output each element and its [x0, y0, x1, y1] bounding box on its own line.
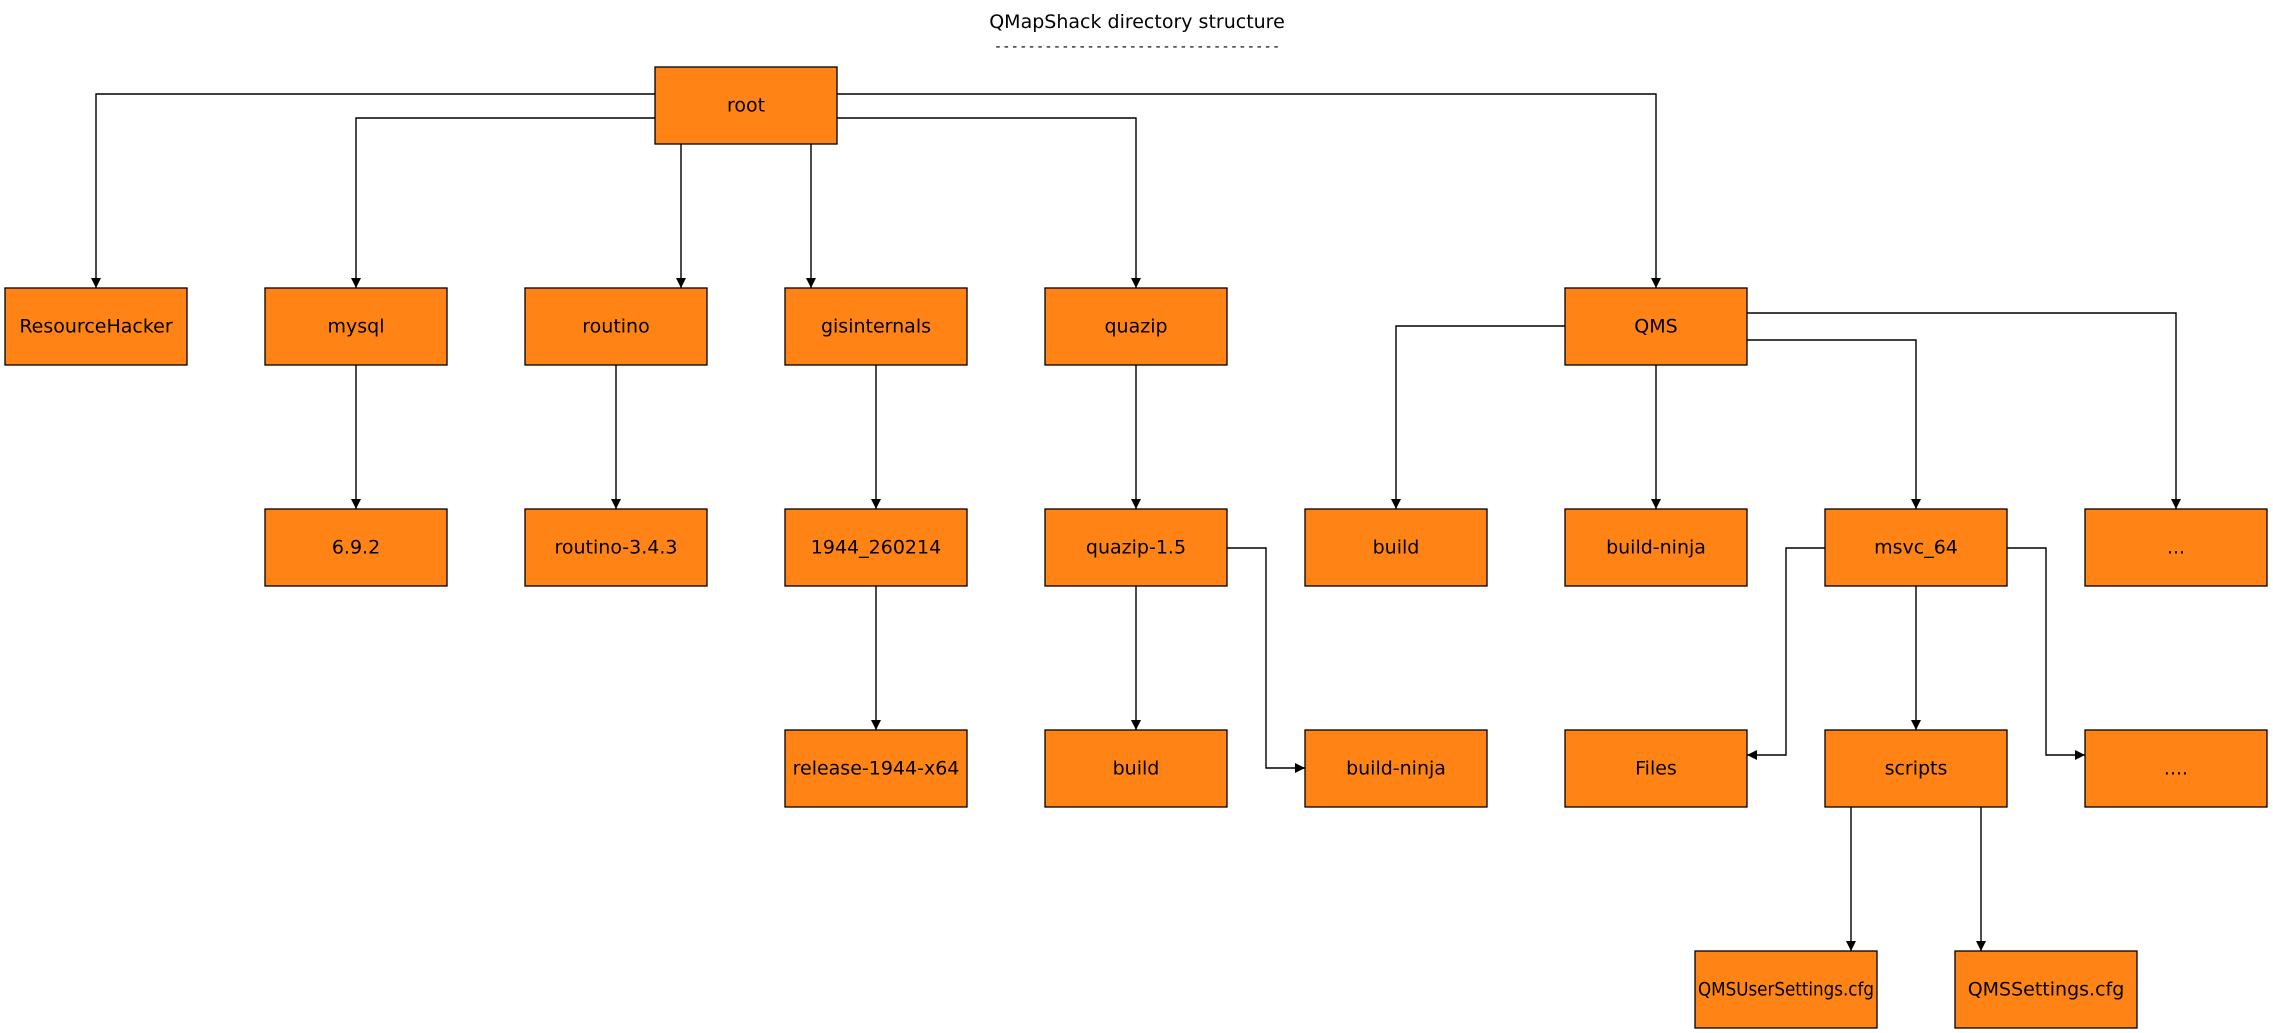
node-resourcehacker: ResourceHacker [4, 287, 188, 366]
node-box-root [654, 66, 838, 145]
node-label-mysql-692: 6.9.2 [332, 537, 380, 559]
node-msvc-scripts: scripts [1824, 729, 2008, 808]
edge-root-to-quazip [837, 117, 1141, 288]
node-msvc64: msvc_64 [1824, 508, 2008, 587]
node-box-msvc-scripts [1824, 729, 2008, 808]
diagram-title-underline: ---------------------------------- [994, 39, 1281, 55]
edge-root-to-resourcehacker [91, 93, 655, 288]
node-routino-343: routino-3.4.3 [524, 508, 708, 587]
node-label-msvc-scripts: scripts [1885, 758, 1948, 780]
node-label-qms-build-ninja: build-ninja [1606, 537, 1706, 559]
node-gis-release: release-1944-x64 [784, 729, 968, 808]
node-label-msvc-files: Files [1635, 758, 1677, 780]
node-box-gis-1944 [784, 508, 968, 587]
node-gisinternals: gisinternals [784, 287, 968, 366]
node-label-gis-release: release-1944-x64 [793, 758, 960, 780]
edge-qms-to-qms-more [1747, 312, 2181, 509]
node-box-msvc64 [1824, 508, 2008, 587]
node-box-gis-release [784, 729, 968, 808]
node-label-root: root [727, 95, 765, 117]
node-root: root [654, 66, 838, 145]
node-box-quazip-15 [1044, 508, 1228, 587]
node-box-mysql [264, 287, 448, 366]
node-quazip: quazip [1044, 287, 1228, 366]
edges-layer [91, 93, 2181, 951]
node-box-routino [524, 287, 708, 366]
node-label-gis-1944: 1944_260214 [811, 537, 941, 559]
node-quazip-15: quazip-1.5 [1044, 508, 1228, 587]
node-label-gisinternals: gisinternals [821, 316, 931, 338]
node-box-mysql-692 [264, 508, 448, 587]
node-msvc-files: Files [1564, 729, 1748, 808]
node-label-quazip: quazip [1104, 316, 1167, 338]
node-box-qms-build [1304, 508, 1488, 587]
node-box-qmsusersettings [1694, 950, 1878, 1029]
node-gis-1944: 1944_260214 [784, 508, 968, 587]
node-box-qms [1564, 287, 1748, 366]
node-msvc-more: .... [2084, 729, 2268, 808]
node-label-quazip-15: quazip-1.5 [1086, 537, 1186, 559]
node-qms-build: build [1304, 508, 1488, 587]
node-box-quazip-build-ninja [1304, 729, 1488, 808]
edge-root-to-qms [837, 93, 1661, 288]
node-qmsusersettings: QMSUserSettings.cfg [1694, 950, 1878, 1029]
node-label-resourcehacker: ResourceHacker [19, 316, 173, 338]
node-box-quazip-build [1044, 729, 1228, 808]
node-box-gisinternals [784, 287, 968, 366]
node-qms-more: ... [2084, 508, 2268, 587]
node-mysql-692: 6.9.2 [264, 508, 448, 587]
node-box-routino-343 [524, 508, 708, 587]
node-label-qmsusersettings: QMSUserSettings.cfg [1698, 979, 1874, 1001]
edge-qms-to-msvc64 [1747, 339, 1921, 509]
edge-msvc64-to-msvc-more [2007, 547, 2085, 760]
node-label-msvc-more: .... [2164, 758, 2188, 780]
edge-quazip-15-to-quazip-build-ninja [1227, 547, 1305, 773]
edge-root-to-mysql [351, 117, 655, 288]
node-box-qms-more [2084, 508, 2268, 587]
node-label-qms-build: build [1373, 537, 1420, 559]
node-label-qms: QMS [1634, 316, 1677, 338]
node-box-qms-build-ninja [1564, 508, 1748, 587]
node-quazip-build: build [1044, 729, 1228, 808]
node-box-qmssettings [1954, 950, 2138, 1029]
node-label-mysql: mysql [328, 316, 385, 338]
node-qmssettings: QMSSettings.cfg [1954, 950, 2138, 1029]
node-box-msvc-more [2084, 729, 2268, 808]
node-label-routino-343: routino-3.4.3 [554, 537, 677, 559]
node-qms-build-ninja: build-ninja [1564, 508, 1748, 587]
node-label-msvc64: msvc_64 [1874, 537, 1958, 559]
node-label-qms-more: ... [2167, 537, 2185, 559]
node-label-routino: routino [582, 316, 649, 338]
node-routino: routino [524, 287, 708, 366]
node-quazip-build-ninja: build-ninja [1304, 729, 1488, 808]
diagram-title: QMapShack directory structure [989, 11, 1285, 33]
node-box-quazip [1044, 287, 1228, 366]
node-qms: QMS [1564, 287, 1748, 366]
node-label-quazip-build: build [1113, 758, 1160, 780]
node-label-quazip-build-ninja: build-ninja [1346, 758, 1446, 780]
node-box-msvc-files [1564, 729, 1748, 808]
node-box-resourcehacker [4, 287, 188, 366]
edge-qms-to-qms-build [1391, 325, 1565, 509]
node-label-qmssettings: QMSSettings.cfg [1968, 979, 2125, 1001]
node-mysql: mysql [264, 287, 448, 366]
edge-msvc64-to-msvc-files [1747, 547, 1825, 760]
